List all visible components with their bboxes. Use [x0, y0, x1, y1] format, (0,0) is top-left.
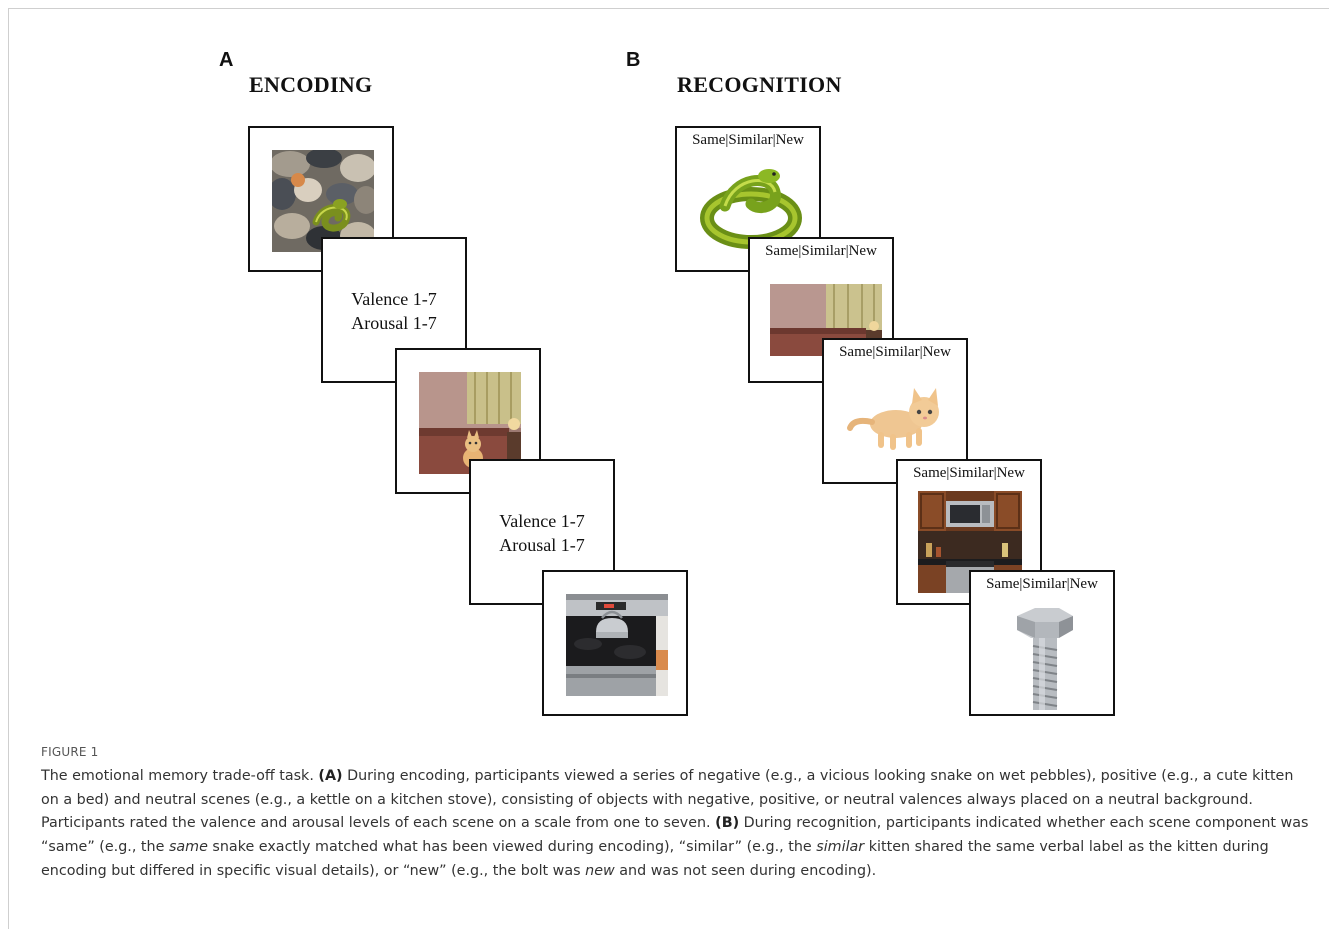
valence-scale-label: Valence 1-7 — [499, 511, 585, 531]
figure-label: FIGURE 1 — [41, 745, 99, 759]
rating-prompt: Valence 1-7 Arousal 1-7 — [323, 287, 465, 335]
encoding-title: ENCODING — [249, 72, 373, 97]
same-similar-new-prompt: Same|Similar|New — [692, 132, 804, 148]
panel-a-letter: A — [219, 49, 234, 71]
caption-b-text-3: kitten shared the same verbal label as t… — [41, 839, 1269, 879]
encoding-card-kitten-bed — [395, 348, 541, 494]
caption-a-marker: (A) — [318, 768, 343, 784]
same-similar-new-prompt: Same|Similar|New — [913, 465, 1025, 481]
caption-b-text-1: During recognition, participants indicat… — [41, 815, 1309, 856]
caption-b-em-same: same — [168, 839, 208, 856]
encoding-card-kettle — [542, 570, 688, 716]
bolt-image — [999, 606, 1089, 714]
caption-a-text: During encoding, participants viewed a s… — [41, 768, 1294, 832]
caption-b-text-2: snake exactly matched what has been view… — [212, 839, 812, 856]
rating-prompt: Valence 1-7 Arousal 1-7 — [471, 509, 613, 557]
recognition-card-bolt: Same|Similar|New — [969, 570, 1115, 716]
kitten-on-bed-image — [419, 372, 521, 474]
panel-b-letter: B — [626, 49, 641, 71]
recognition-card-kitten: Same|Similar|New — [822, 338, 968, 484]
caption-text: The emotional memory trade-off task. (A)… — [41, 765, 1311, 884]
snake-on-pebbles-image — [272, 150, 374, 252]
same-similar-new-prompt: Same|Similar|New — [986, 576, 1098, 592]
figure-caption: FIGURE 1 The emotional memory trade-off … — [41, 745, 1311, 884]
valence-scale-label: Valence 1-7 — [351, 289, 437, 309]
same-similar-new-prompt: Same|Similar|New — [765, 243, 877, 259]
caption-b-em-similar: similar — [816, 839, 865, 856]
kitten-image — [844, 378, 952, 454]
arousal-scale-label: Arousal 1-7 — [499, 535, 585, 555]
caption-b-em-new: new — [585, 862, 615, 879]
caption-b-marker: (B) — [715, 815, 740, 832]
encoding-card-snake — [248, 126, 394, 272]
kettle-on-stove-image — [566, 594, 668, 696]
caption-b-text-4: and was not seen during encoding). — [619, 862, 877, 879]
same-similar-new-prompt: Same|Similar|New — [839, 344, 951, 360]
frame-left-border — [8, 8, 9, 929]
recognition-title: RECOGNITION — [677, 72, 842, 97]
arousal-scale-label: Arousal 1-7 — [351, 313, 437, 333]
frame-top-border — [8, 8, 1329, 9]
caption-title: The emotional memory trade-off task. — [41, 768, 314, 784]
